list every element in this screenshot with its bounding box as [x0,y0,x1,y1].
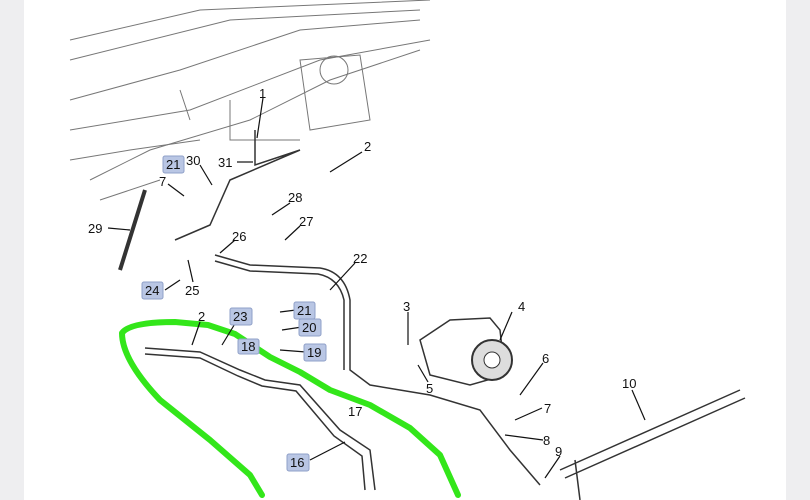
callout-7: 7 [159,174,166,189]
callout-31: 31 [218,155,232,170]
callout-19: 19 [307,345,321,360]
callout-28: 28 [288,190,302,205]
vehicle-frame [69,0,431,201]
callout-29: 29 [88,221,102,236]
right-margin [786,0,810,500]
left-margin [0,0,24,500]
callout-2b: 2 [198,309,205,324]
callout-25: 25 [185,283,199,298]
callout-30: 30 [186,153,200,168]
callout-22: 22 [353,251,367,266]
callout-26: 26 [232,229,246,244]
callout-6: 6 [542,351,549,366]
callout-16: 16 [290,455,304,470]
callout-4: 4 [518,299,525,314]
highlight-annotation [119,319,461,498]
callout-1: 1 [259,86,266,101]
callout-17: 17 [348,404,362,419]
ac-compressor [419,317,513,386]
leader-lines [107,97,646,479]
callout-23: 23 [233,309,247,324]
callout-3: 3 [403,299,410,314]
callout-7b: 7 [544,401,551,416]
callout-5: 5 [426,381,433,396]
callout-9: 9 [555,444,562,459]
callout-20: 20 [302,320,316,335]
callout-10: 10 [622,376,636,391]
callout-21b: 21 [297,303,311,318]
callout-2: 2 [364,139,371,154]
refrigerant-lines [118,130,746,500]
callout-8: 8 [543,433,550,448]
callout-27: 27 [299,214,313,229]
callout-18: 18 [241,339,255,354]
callout-21: 21 [166,157,180,172]
callouts: 1 2 21 30 31 7 28 27 29 26 22 24 25 2 23… [88,86,636,472]
callout-24: 24 [145,283,159,298]
